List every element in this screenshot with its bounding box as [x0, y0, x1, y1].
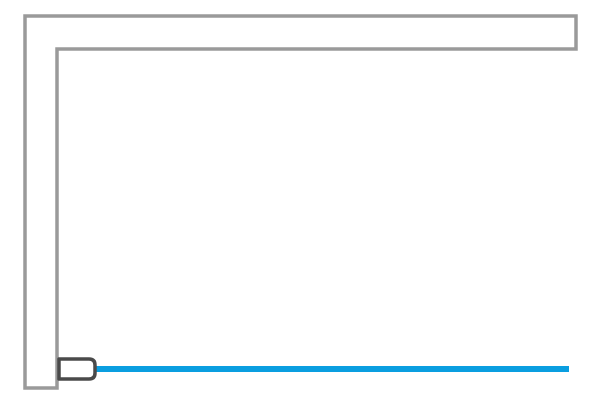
- wall-profile-bracket: [57, 357, 97, 381]
- wall-outline: [23, 14, 578, 390]
